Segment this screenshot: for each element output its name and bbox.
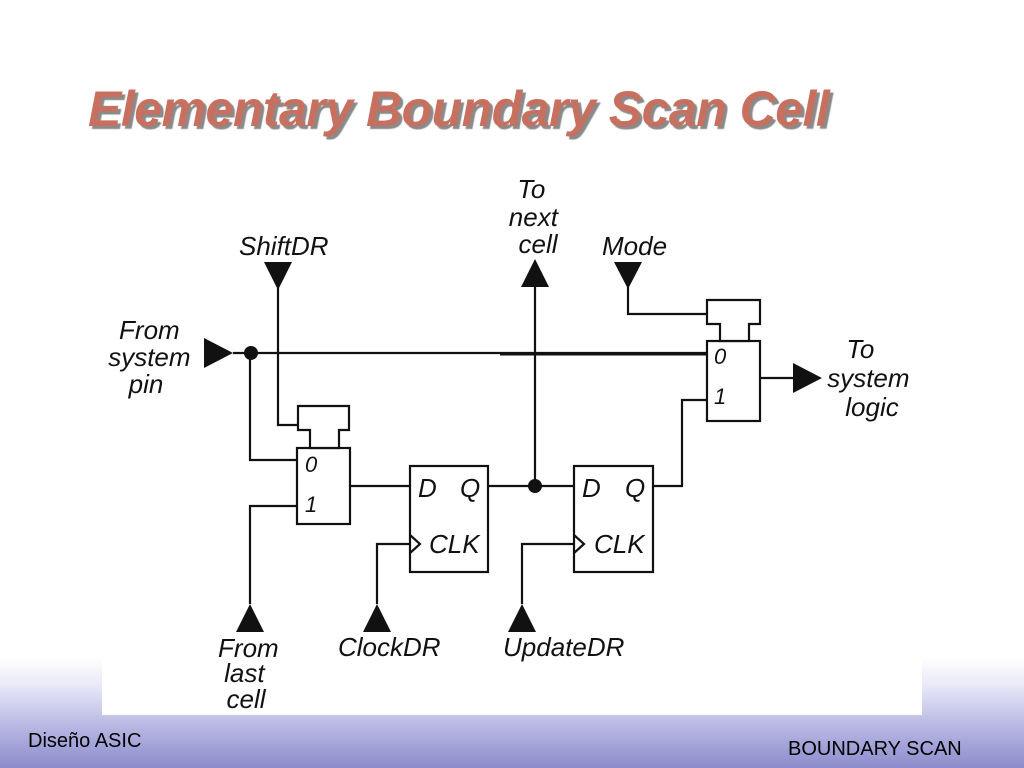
label-to-system-logic: To system logic (827, 334, 917, 422)
input-mux-label-0: 0 (305, 452, 318, 477)
updatedr-arrow-icon (508, 604, 536, 632)
output-mux-select-tab (705, 298, 762, 343)
clockdr-arrow-icon (363, 604, 391, 632)
output-mux-label-1: 1 (714, 384, 726, 409)
footer-course-name: Diseño ASIC (28, 730, 142, 752)
wire-pin-to-mux1 (248, 353, 297, 462)
label-shiftdr: ShiftDR (239, 231, 329, 261)
input-mux-select-tab (296, 404, 351, 450)
footer-topic: BOUNDARY SCAN (788, 738, 962, 760)
output-mux-label-0: 0 (714, 344, 727, 369)
wire-ff2-to-mux2 (653, 398, 707, 488)
capture-flipflop (408, 464, 490, 574)
capture-ff-clk-label: CLK (429, 529, 481, 559)
capture-ff-q-label: Q (460, 473, 480, 503)
update-ff-d-label: D (582, 473, 601, 503)
wire-updatedr (520, 542, 574, 604)
wire-shiftdr (276, 288, 298, 427)
label-updatedr: UpdateDR (503, 632, 624, 662)
label-from-last-cell: From last cell (218, 633, 286, 714)
input-mux-body (295, 446, 352, 526)
shiftdr-arrow-icon (264, 262, 292, 290)
mode-arrow-icon (614, 262, 642, 289)
junction-dot-pin (244, 346, 258, 360)
wire-mode (626, 287, 707, 316)
system-logic-arrow-icon (793, 363, 822, 393)
system-pin-arrow-icon (204, 338, 233, 368)
update-ff-q-label: Q (625, 473, 645, 503)
output-mux-body (705, 339, 762, 423)
capture-ff-d-label: D (418, 473, 437, 503)
label-clockdr: ClockDR (338, 632, 441, 662)
update-flipflop (572, 464, 655, 574)
label-from-system-pin: From system pin (108, 315, 198, 399)
wire-clockdr (375, 542, 410, 604)
wire-last-cell-to-mux1 (248, 504, 297, 604)
slide-title: Elementary Boundary Scan Cell (88, 81, 830, 137)
label-mode: Mode (602, 231, 667, 261)
capture-clk-triangle (409, 534, 422, 554)
input-mux-label-1: 1 (305, 492, 317, 517)
update-clk-triangle (573, 534, 586, 554)
update-ff-clk-label: CLK (594, 529, 646, 559)
junction-dot-next-cell (528, 479, 542, 493)
last-cell-arrow-icon (236, 604, 264, 632)
next-cell-arrow-icon (521, 259, 549, 287)
label-to-next-cell: To next cell (509, 174, 565, 259)
